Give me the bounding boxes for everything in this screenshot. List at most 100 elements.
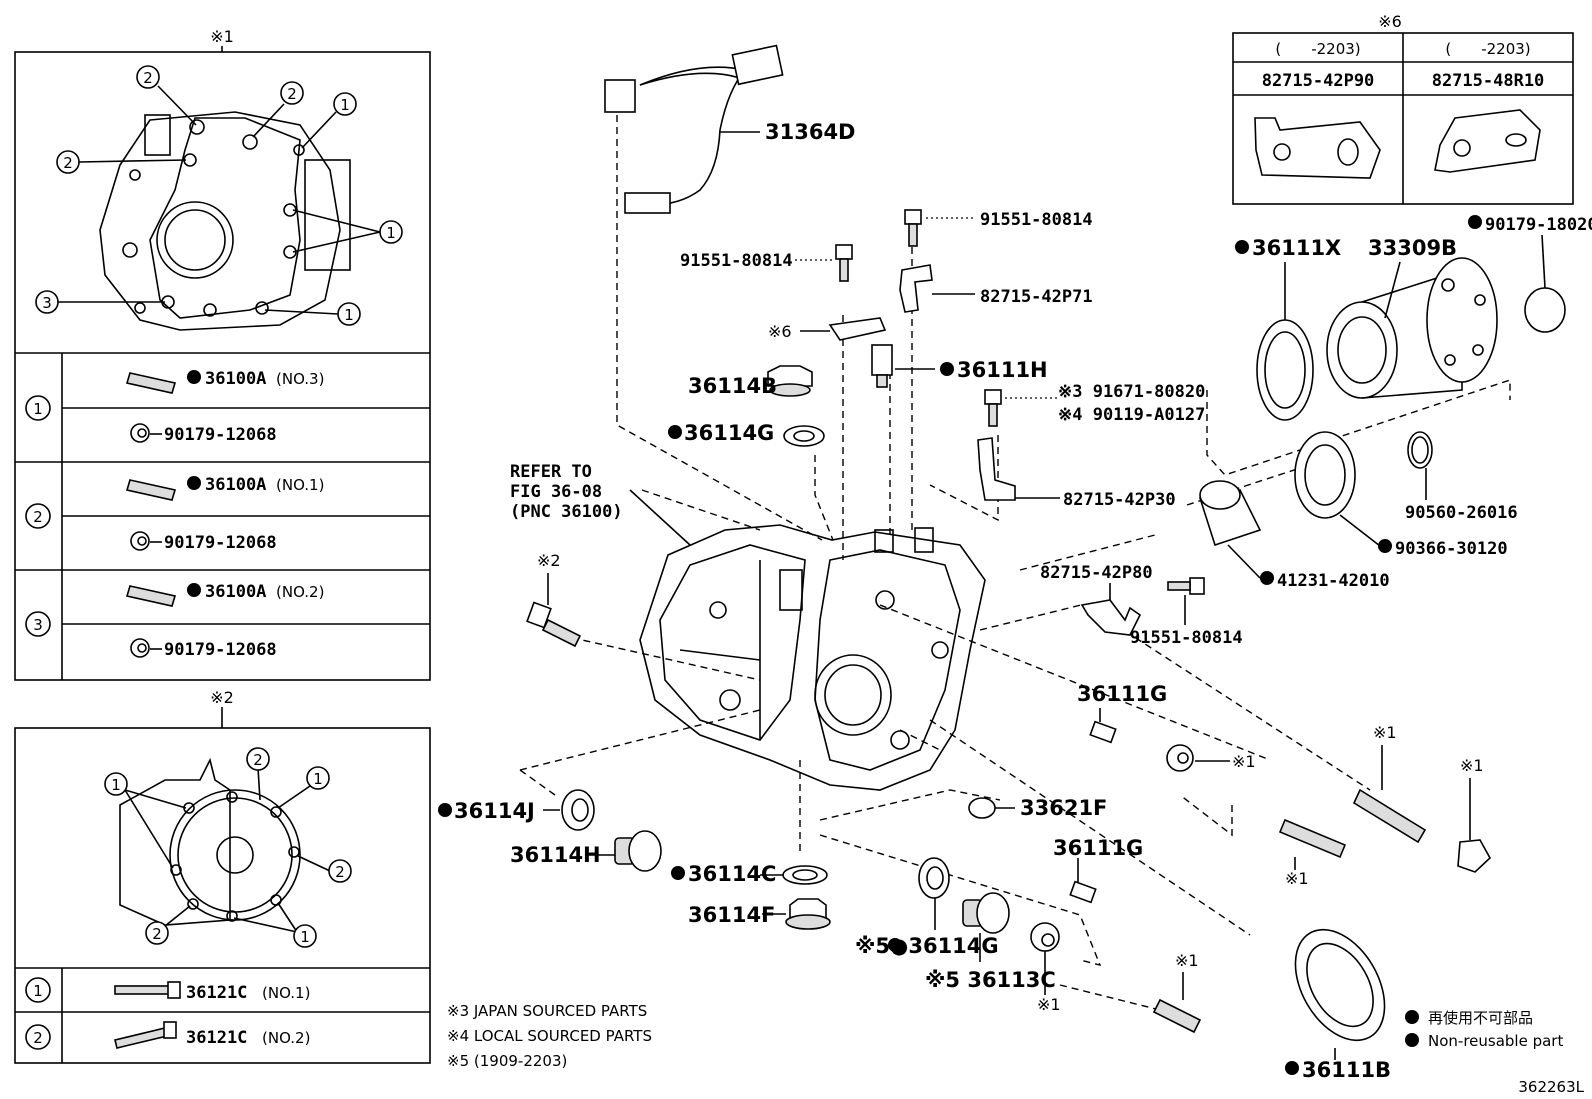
seal-36111B: 36111B <box>1285 928 1391 1082</box>
inset6-marker: ※6 <box>1378 12 1402 31</box>
harness-31364D: 31364D <box>604 44 856 214</box>
transaxle-case-drawing <box>639 524 986 791</box>
legend-english: Non-reusable part <box>1428 1032 1563 1050</box>
bolt-icon <box>114 1027 168 1049</box>
label-82715-42P30: 82715-42P30 <box>1063 490 1176 510</box>
gasket-36114G-top: 36114G <box>668 421 825 447</box>
bracket-star6: ※6 <box>768 317 887 341</box>
label-star2: ※2 <box>537 551 561 570</box>
inset1-row-2: 2 36100A (NO.1) 90179-12068 <box>25 475 324 553</box>
svg-text:36121C: 36121C <box>186 1028 247 1048</box>
svg-text:1: 1 <box>386 224 396 242</box>
bushing-41231: 41231-42010 <box>1198 480 1390 591</box>
label-star1-f: ※1 <box>1037 995 1061 1014</box>
bracket-42P71: 82715-42P71 <box>899 264 1093 313</box>
label-36114G-bot: ※5●36114G <box>855 934 999 958</box>
nut-star1-f: ※1 <box>1030 922 1061 1014</box>
label-36111G-b: 36111G <box>1053 836 1143 860</box>
inset2-row-1: 1 36121C (NO.1) <box>25 977 310 1003</box>
bolt-icon <box>114 985 171 995</box>
svg-text:36100A: 36100A <box>205 475 266 495</box>
bracket-48r10-drawing <box>1434 109 1541 173</box>
case-gasket-drawing <box>99 111 351 331</box>
label-36111H: 36111H <box>957 358 1048 382</box>
svg-text:1: 1 <box>313 770 323 788</box>
label-36114F: 36114F <box>688 903 775 927</box>
svg-text:36100A: 36100A <box>205 582 266 602</box>
label-82715-42P80: 82715-42P80 <box>1040 563 1153 583</box>
label-star1-b: ※1 <box>1285 869 1309 888</box>
stud-star1-e: ※1 <box>1152 951 1202 1034</box>
inset-6: ※6 ( -2203) ( -2203) 82715-42P90 82715-4… <box>1232 12 1574 205</box>
svg-text:2: 2 <box>63 154 73 172</box>
label-36114B: 36114B <box>688 374 777 398</box>
bolt-91671: ※3 91671-80820 ※4 90119-A0127 <box>984 382 1205 427</box>
note-japan-sourced: ※3 JAPAN SOURCED PARTS <box>447 1002 647 1020</box>
gasket-36114J: 36114J <box>438 789 595 831</box>
non-reusable-bullet-icon <box>1405 1033 1419 1047</box>
svg-text:FIG 36-08: FIG 36-08 <box>510 482 602 502</box>
svg-text:1: 1 <box>33 982 43 1000</box>
refer-note: REFER TO FIG 36-08 (PNC 36100) <box>510 462 691 546</box>
bolt-91551-c: 91551-80814 <box>1130 577 1243 648</box>
svg-text:1: 1 <box>111 776 121 794</box>
label-90560-26016: 90560-26016 <box>1405 503 1518 523</box>
svg-text:2: 2 <box>33 1029 43 1047</box>
svg-text:2: 2 <box>33 508 43 526</box>
svg-text:36100A: 36100A <box>205 369 266 389</box>
label-36114H: 36114H <box>510 843 601 867</box>
svg-text:2: 2 <box>253 751 263 769</box>
label-91671-80820: ※3 91671-80820 <box>1058 382 1205 402</box>
label-36111B: 36111B <box>1302 1058 1391 1082</box>
gasket-36114G-bot: ※6 ※5●36114G <box>855 857 999 958</box>
plug-36114H: 36114H <box>510 830 662 872</box>
stud-star1-b: ※1 <box>1278 818 1347 888</box>
label-36113C: ※5 36113C <box>925 968 1056 992</box>
inset1-row-3: 3 36100A (NO.2) 90179-12068 <box>25 582 324 660</box>
bearing-90366: 90366-30120 <box>1294 431 1508 559</box>
footnotes: ※3 JAPAN SOURCED PARTS ※4 LOCAL SOURCED … <box>447 1002 652 1070</box>
label-33621F: 33621F <box>1020 796 1107 820</box>
plug-36114F: 36114F <box>688 898 831 930</box>
label-star1-e: ※1 <box>1175 951 1199 970</box>
svg-text:3: 3 <box>33 616 43 634</box>
svg-text:(NO.1): (NO.1) <box>276 476 324 494</box>
assembly-lines <box>519 115 1511 1016</box>
diagram-id: 362263L <box>1518 1078 1584 1096</box>
svg-text:( -2203): ( -2203) <box>1275 40 1360 58</box>
label-36111X: 36111X <box>1252 236 1341 260</box>
svg-text:REFER TO: REFER TO <box>510 462 592 482</box>
label-91551-80814-a: 91551-80814 <box>980 210 1093 230</box>
svg-text:2: 2 <box>287 85 297 103</box>
svg-text:2: 2 <box>335 863 345 881</box>
svg-text:82715-42P90: 82715-42P90 <box>1262 71 1375 91</box>
note-local-sourced: ※4 LOCAL SOURCED PARTS <box>447 1027 652 1045</box>
plug-36114B: 36114B <box>688 365 813 398</box>
label-90179-18020: 90179-18020 <box>1485 215 1592 235</box>
label-star1-c: ※1 <box>1373 723 1397 742</box>
pin-36111G-a: 36111G <box>1077 682 1167 744</box>
svg-text:1: 1 <box>344 306 354 324</box>
inset2-frame <box>14 727 431 1064</box>
label-star6: ※6 <box>768 322 792 341</box>
stud-star1-c: ※1 <box>1352 723 1427 844</box>
inset1-marker: ※1 <box>210 27 234 46</box>
svg-text:3: 3 <box>42 294 52 312</box>
cover-gasket-drawing <box>119 757 301 926</box>
svg-text:2: 2 <box>143 69 153 87</box>
inset2-row-2: 2 36121C (NO.2) <box>25 1021 310 1050</box>
label-91551-80814-b: 91551-80814 <box>680 251 793 271</box>
inset2-marker: ※2 <box>210 688 234 707</box>
svg-text:(NO.2): (NO.2) <box>262 1029 310 1047</box>
plate-33621F: 33621F <box>968 796 1107 820</box>
label-star1-d: ※1 <box>1460 756 1484 775</box>
bracket-42P80: 82715-42P80 <box>1040 563 1153 636</box>
svg-text:36121C: 36121C <box>186 983 247 1003</box>
label-90366-30120: 90366-30120 <box>1395 539 1508 559</box>
svg-text:90179-12068: 90179-12068 <box>164 425 277 445</box>
label-31364D: 31364D <box>765 120 856 144</box>
svg-text:2: 2 <box>152 925 162 943</box>
label-36114J: 36114J <box>454 799 535 823</box>
legend-japanese: 再使用不可部品 <box>1428 1009 1533 1027</box>
nut-star1-d: ※1 <box>1457 756 1492 873</box>
